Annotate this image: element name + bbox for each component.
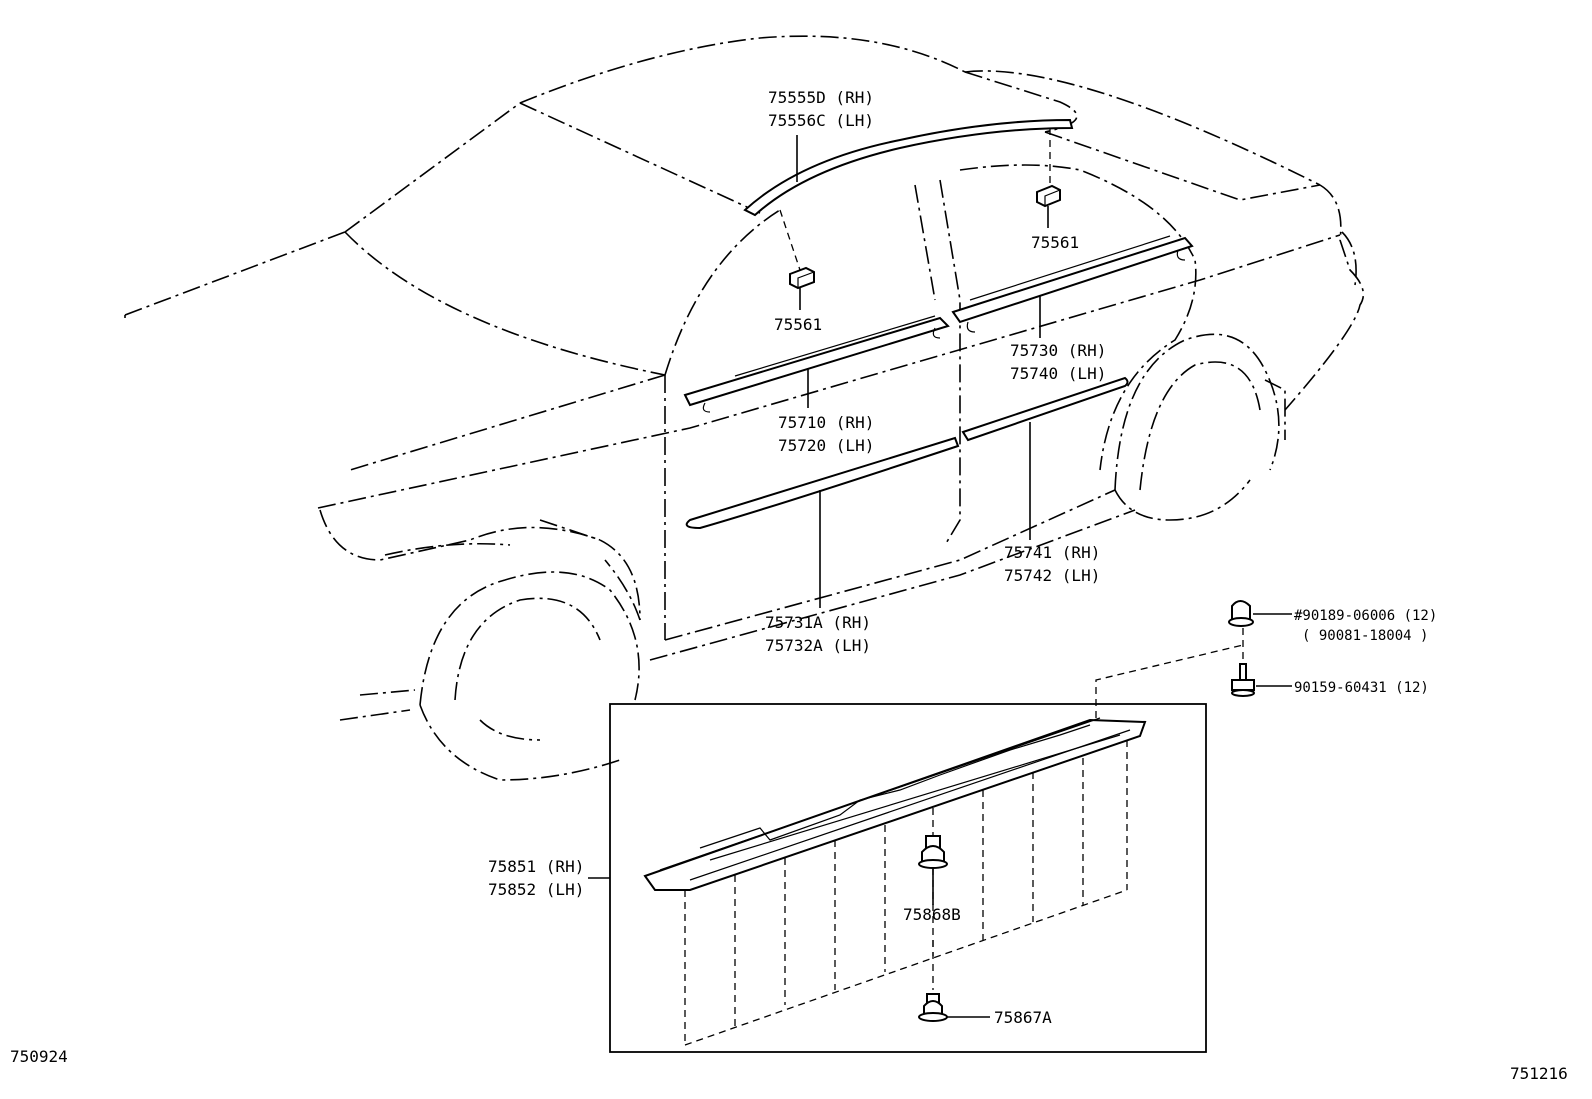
- label-front-side-rh: 75731A (RH): [765, 613, 871, 632]
- footer-left-code: 750924: [10, 1047, 68, 1066]
- footer-right-code: 751216: [1510, 1064, 1568, 1083]
- front-belt-molding: [683, 315, 950, 413]
- label-rear-belt-lh: 75740 (LH): [1010, 364, 1106, 383]
- label-roof-molding-rh: 75555D (RH): [768, 88, 874, 107]
- callout-labels: 75555D (RH) 75556C (LH) 75561 75561 7573…: [10, 88, 1568, 1083]
- label-front-belt-rh: 75710 (RH): [778, 413, 874, 432]
- front-side-molding: [685, 436, 960, 530]
- label-clip-75868b: 75868B: [903, 905, 961, 924]
- roof-drip-molding: [743, 118, 1074, 217]
- label-clip-rear: 75561: [1031, 233, 1079, 252]
- label-clip-75867a: 75867A: [994, 1008, 1052, 1027]
- label-clip-front: 75561: [774, 315, 822, 334]
- leader-lines: [779, 128, 1051, 608]
- clip-75868b: [918, 835, 948, 990]
- label-rocker-rh: 75851 (RH): [488, 857, 584, 876]
- label-screw-90159: 90159-60431 (12): [1294, 680, 1429, 696]
- screw-90159: [1231, 628, 1292, 697]
- label-front-belt-lh: 75720 (LH): [778, 436, 874, 455]
- rear-side-molding: [961, 376, 1129, 442]
- clip-75867a: [918, 993, 990, 1022]
- label-clip-90189: #90189-06006 (12): [1294, 608, 1437, 624]
- label-rocker-lh: 75852 (LH): [488, 880, 584, 899]
- label-roof-molding-lh: 75556C (LH): [768, 111, 874, 130]
- rear-belt-molding: [951, 235, 1194, 333]
- label-rear-side-lh: 75742 (LH): [1004, 566, 1100, 585]
- clip-90189: [1228, 600, 1292, 627]
- label-front-side-lh: 75732A (LH): [765, 636, 871, 655]
- label-rear-belt-rh: 75730 (RH): [1010, 341, 1106, 360]
- car-body-outline: [124, 35, 1365, 781]
- clip-75561-front: [789, 266, 815, 290]
- rocker-panel-inset: [588, 644, 1244, 1053]
- label-clip-90081: ( 90081-18004 ): [1302, 628, 1428, 644]
- clip-75561-rear: [1036, 184, 1061, 208]
- label-rear-side-rh: 75741 (RH): [1004, 543, 1100, 562]
